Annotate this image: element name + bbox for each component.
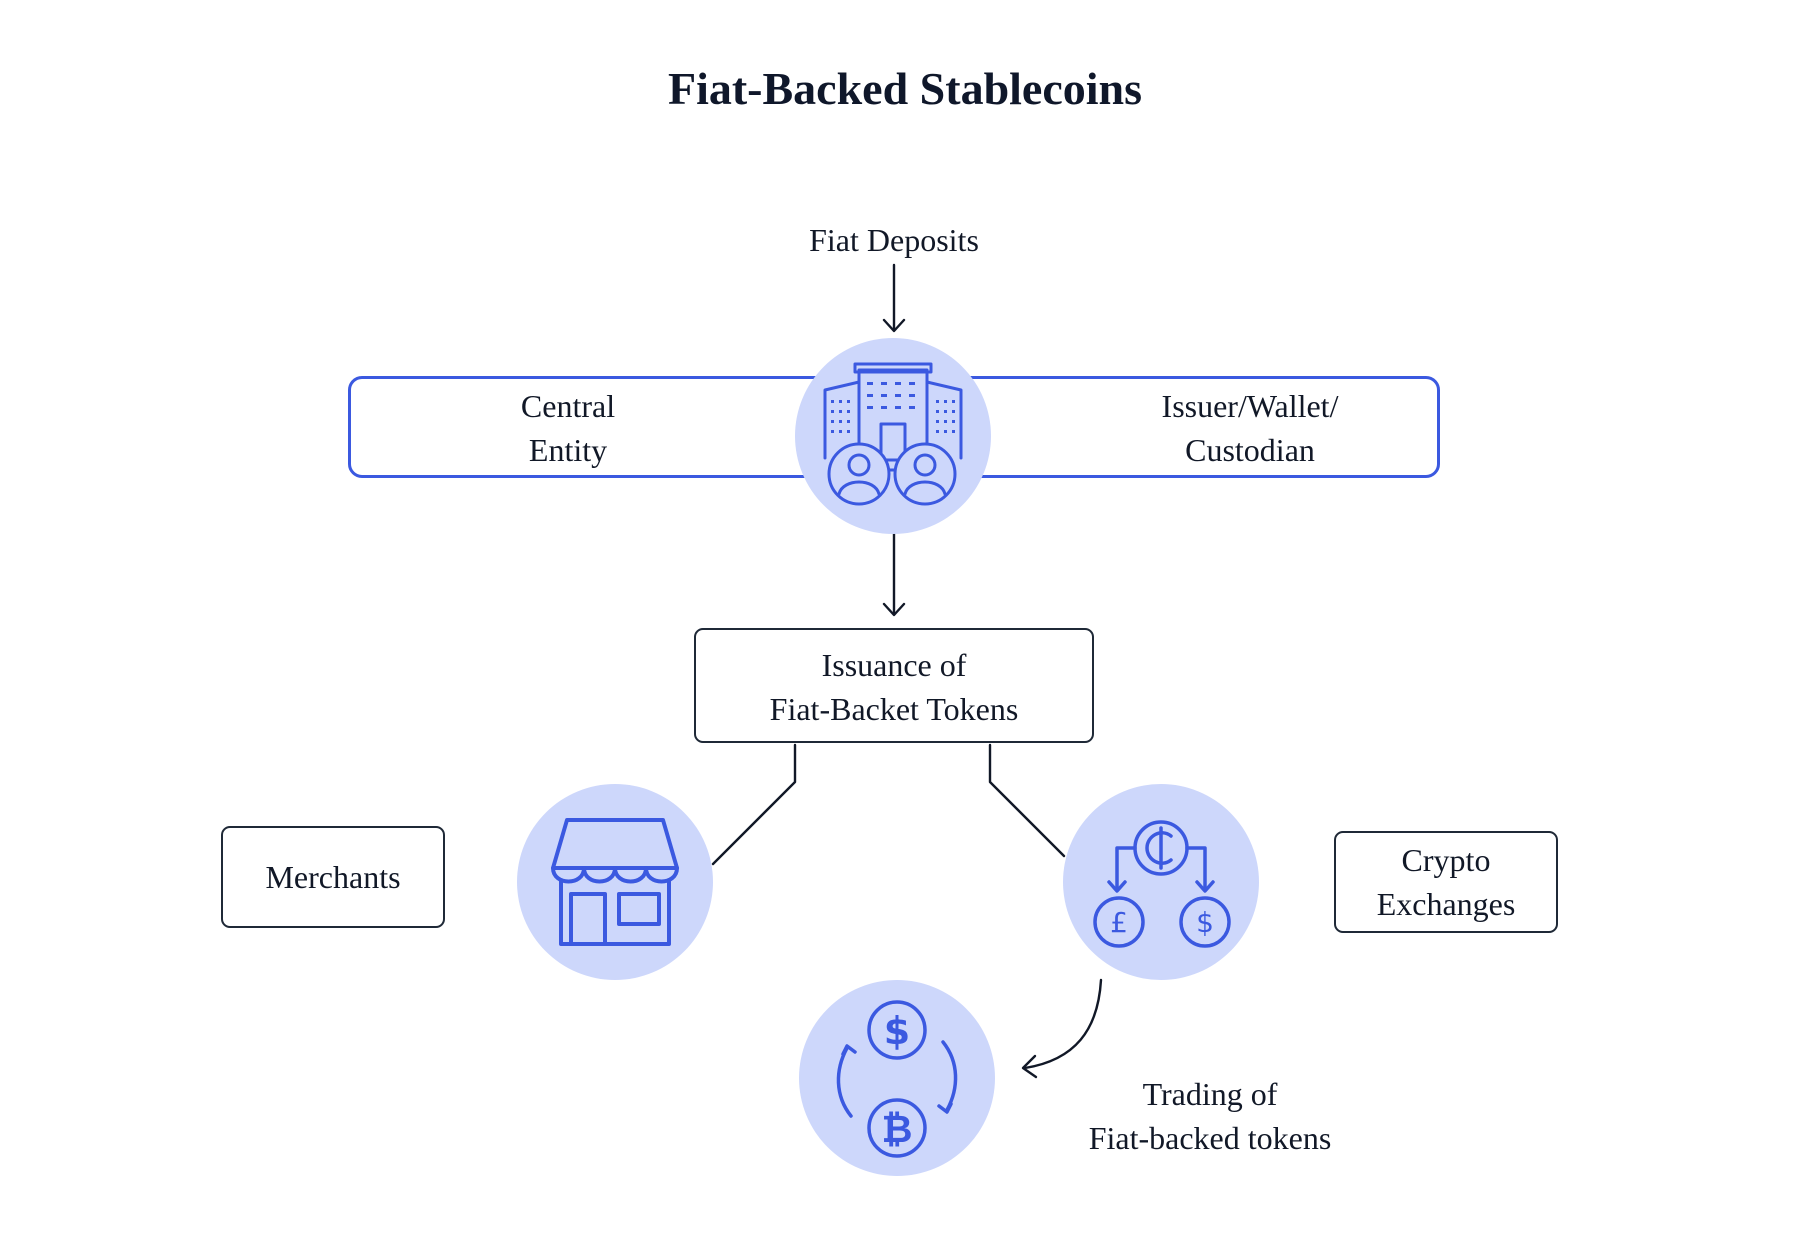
crypto-exchanges-line-2: Exchanges — [1376, 886, 1516, 922]
dollar-bitcoin-swap-icon: $ ₿ — [836, 1000, 958, 1158]
diagram-title: Fiat-Backed Stablecoins — [667, 63, 1143, 114]
svg-text:£: £ — [1110, 906, 1128, 939]
issuance-line-2: Fiat-Backet Tokens — [769, 691, 1019, 727]
issuance-box — [694, 628, 1094, 743]
crypto-exchanges-line-1: Crypto — [1401, 842, 1491, 878]
issuance-label: Issuance of Fiat-Backet Tokens — [694, 643, 1094, 731]
issuer-line-2: Custodian — [1185, 432, 1315, 468]
central-entity-line-2: Entity — [528, 432, 608, 468]
exchanges-to-trading-arrow — [1023, 978, 1103, 1070]
trading-label: Trading of Fiat-backed tokens — [1060, 1072, 1360, 1160]
crypto-exchanges-label: Crypto Exchanges — [1334, 838, 1558, 926]
fiat-deposits-label: Fiat Deposits — [809, 222, 979, 258]
trading-line-1: Trading of — [1142, 1076, 1278, 1112]
bank-building-with-users-icon — [823, 362, 963, 506]
issuer-line-1: Issuer/Wallet/ — [1161, 388, 1339, 424]
merchants-box — [221, 826, 445, 928]
issuer-label: Issuer/Wallet/ Custodian — [1120, 384, 1380, 472]
storefront-icon — [551, 818, 679, 946]
trading-arrowhead — [1021, 1054, 1038, 1079]
issuance-to-merchants-line — [711, 743, 797, 866]
central-entity-label: Central Entity — [448, 384, 688, 472]
issuance-arrowhead — [882, 602, 906, 617]
currency-exchange-icon: £ $ — [1093, 820, 1231, 948]
crypto-exchanges-box — [1334, 831, 1558, 933]
merchants-label: Merchants — [265, 859, 401, 895]
merchants-circle — [517, 784, 713, 980]
issuance-line-1: Issuance of — [821, 647, 967, 683]
trading-circle: $ ₿ — [799, 980, 995, 1176]
exchanges-circle: £ $ — [1063, 784, 1259, 980]
svg-text:$: $ — [1196, 906, 1214, 939]
issuance-to-exchanges-line — [988, 743, 1066, 858]
central-entity-circle — [795, 338, 991, 534]
deposits-arrowhead — [882, 318, 906, 333]
central-entity-line-1: Central — [520, 388, 616, 424]
svg-text:$: $ — [884, 1009, 910, 1053]
svg-text:₿: ₿ — [882, 1107, 913, 1151]
trading-line-2: Fiat-backed tokens — [1088, 1120, 1332, 1156]
